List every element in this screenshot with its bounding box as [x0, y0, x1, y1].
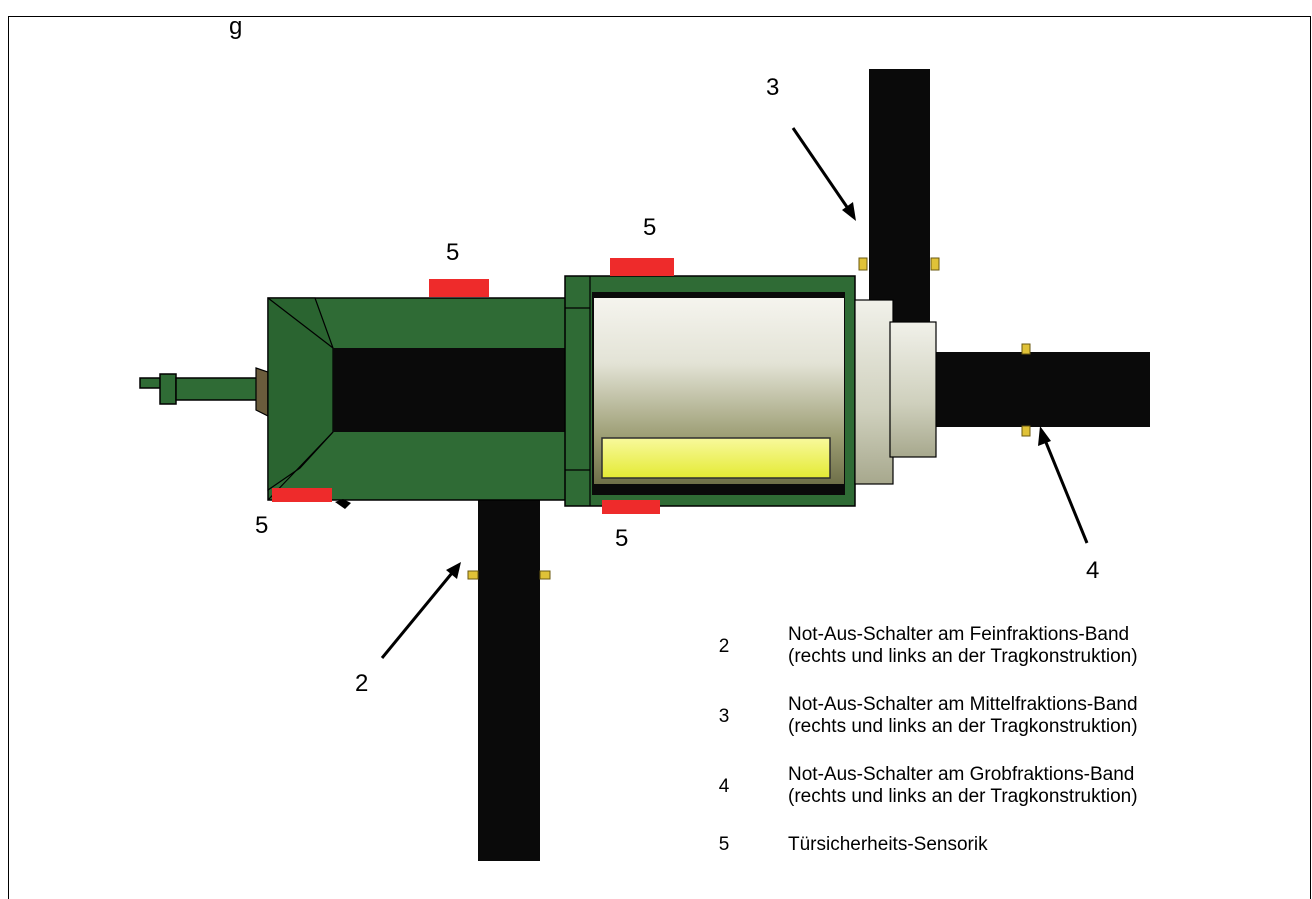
- legend-item-2-line2: (rechts und links an der Tragkonstruktio…: [788, 646, 1138, 667]
- emergency-switch-fine-left: [467, 570, 479, 580]
- screen-section: [601, 437, 831, 479]
- callout-2: 2: [355, 670, 369, 697]
- legend-item-4-line1: Not-Aus-Schalter am Grobfraktions-Band: [788, 764, 1135, 785]
- callout-5-top-left: 5: [446, 239, 460, 266]
- sensor-cable: [335, 499, 351, 509]
- legend-item-5-line1: Türsicherheits-Sensorik: [788, 834, 988, 855]
- callout-5-bottom-left: 5: [255, 512, 269, 539]
- legend-item-4-line2: (rechts und links an der Tragkonstruktio…: [788, 786, 1138, 807]
- emergency-switch-medium-left: [858, 257, 868, 271]
- emergency-switch-coarse-top: [1021, 343, 1031, 355]
- arrow-4: [1038, 426, 1089, 544]
- door-sensor: [602, 500, 660, 514]
- arrow-3: [791, 127, 856, 221]
- callout-5-top-right: 5: [643, 214, 657, 241]
- emergency-switch-medium-right: [930, 257, 940, 271]
- drum-housing: [564, 275, 856, 507]
- cropped-title-fragment: g: [229, 13, 243, 40]
- emergency-switch-fine-right: [539, 570, 551, 580]
- conveyor-belt-fine: [478, 497, 540, 861]
- emergency-switch-coarse-bottom: [1021, 425, 1031, 437]
- drive-shaft: [139, 367, 269, 417]
- legend-item-3-number: 3: [718, 706, 730, 727]
- legend-item-2-number: 2: [718, 636, 730, 657]
- legend-item-3-line2: (rechts und links an der Tragkonstruktio…: [788, 716, 1138, 737]
- conveyor-belt-medium: [869, 69, 930, 324]
- callout-4: 4: [1086, 557, 1100, 584]
- door-sensor: [429, 279, 489, 297]
- feed-housing: [267, 297, 568, 501]
- conveyor-belt-coarse: [935, 352, 1150, 427]
- legend-item-4-number: 4: [718, 776, 730, 797]
- door-sensor: [272, 488, 332, 502]
- door-sensor: [610, 258, 674, 276]
- callout-3: 3: [766, 74, 780, 101]
- legend-item-5-number: 5: [718, 834, 730, 855]
- legend-item-3-line1: Not-Aus-Schalter am Mittelfraktions-Band: [788, 694, 1138, 715]
- legend-item-2-line1: Not-Aus-Schalter am Feinfraktions-Band: [788, 624, 1130, 645]
- discharge-ring-2: [889, 321, 937, 458]
- diagram-frame: g: [8, 13, 1311, 899]
- discharge-ring-1: [854, 299, 894, 485]
- arrow-2: [380, 562, 461, 659]
- callout-5-bottom-right: 5: [615, 525, 629, 552]
